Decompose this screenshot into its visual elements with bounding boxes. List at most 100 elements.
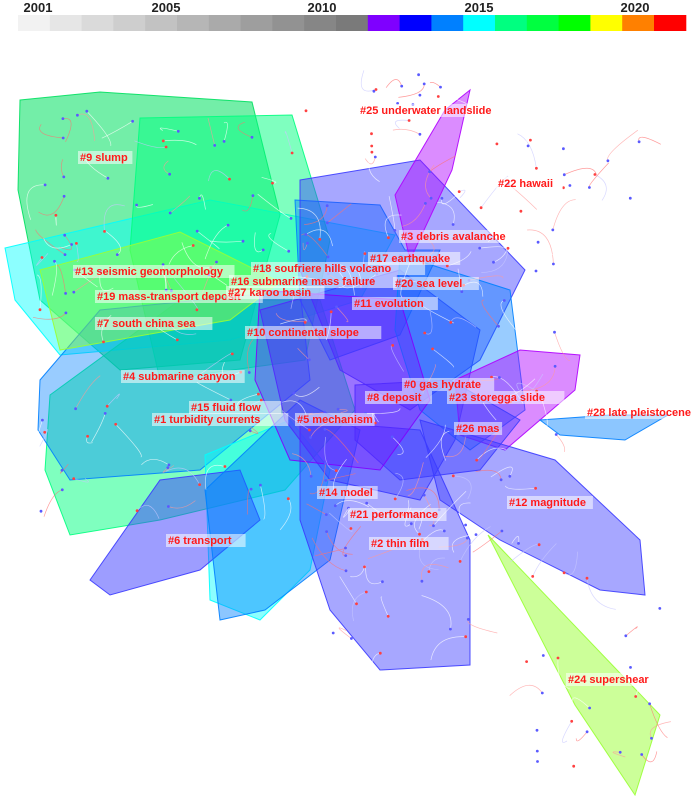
cluster-label-background (393, 277, 479, 290)
cluster-label-background (507, 496, 593, 509)
citation-node (251, 194, 255, 198)
citation-node (43, 430, 47, 434)
citation-edge (545, 756, 575, 769)
citation-edge (76, 243, 79, 262)
citation-node (195, 308, 199, 312)
citation-edge (301, 233, 329, 258)
citation-edge (304, 205, 328, 225)
citation-node (167, 463, 171, 467)
citation-node (364, 590, 368, 594)
citation-edge (424, 424, 446, 459)
citation-edge (649, 703, 668, 738)
citation-edge (496, 140, 530, 145)
citation-node (535, 749, 539, 753)
citation-edge (479, 246, 506, 249)
citation-node (508, 474, 512, 478)
timeline-segment (558, 15, 591, 31)
timeline-year-label: 2010 (308, 0, 337, 15)
citation-node (61, 136, 65, 140)
timeline-year-label: 2001 (24, 0, 53, 15)
citation-edge (481, 299, 499, 327)
cluster-label-background (369, 537, 449, 550)
timeline-segment (49, 15, 83, 31)
citation-node (161, 139, 165, 143)
citation-node (41, 418, 44, 422)
citation-edge (532, 543, 557, 577)
citation-node (331, 631, 335, 635)
citation-edge (630, 658, 657, 668)
cluster-label: #23 storegga slide (449, 392, 545, 404)
citation-edge (368, 151, 380, 182)
timeline-segment (81, 15, 114, 31)
citation-edge (527, 229, 554, 265)
citation-edge (91, 413, 106, 443)
citation-node (259, 398, 263, 402)
citation-edge (311, 537, 347, 572)
cluster-label-background (566, 673, 659, 686)
citation-edge (268, 232, 289, 252)
citation-node (431, 347, 434, 351)
citation-edge (430, 636, 466, 661)
timeline-segment (113, 15, 146, 31)
citation-node (166, 466, 170, 469)
citation-node (324, 462, 327, 465)
citation-node (536, 240, 540, 244)
citation-node (85, 109, 89, 113)
citation-node (624, 634, 628, 638)
timeline-segment (18, 15, 51, 31)
citation-edge (141, 458, 170, 466)
citation-node (475, 458, 479, 462)
citation-node (551, 228, 555, 232)
citation-node (568, 184, 572, 187)
citation-node (326, 255, 330, 259)
citation-edge (475, 469, 502, 480)
citation-edge (38, 196, 65, 216)
timeline-segment (304, 15, 337, 31)
citation-node (370, 132, 373, 136)
citation-node (531, 575, 535, 578)
timeline-segment (145, 15, 178, 31)
citation-node (249, 487, 253, 491)
citation-node (53, 259, 56, 263)
cluster-hull (89, 469, 261, 596)
citation-node (628, 196, 632, 200)
cluster-label-background (245, 326, 382, 339)
citation-edge (649, 721, 671, 739)
citation-node (588, 706, 591, 710)
cluster-label-background (585, 406, 699, 419)
citation-edge (241, 195, 254, 212)
cluster-label-background (365, 391, 432, 404)
citation-edge (26, 184, 46, 220)
citation-node (374, 88, 378, 91)
citation-node (176, 129, 180, 133)
citation-node (517, 542, 520, 545)
citation-node (409, 522, 413, 526)
citation-edge (410, 74, 421, 97)
citation-edge (398, 83, 425, 98)
citation-node (390, 435, 394, 439)
citation-node (325, 204, 329, 208)
citation-node (457, 190, 461, 194)
citation-edge (481, 248, 509, 273)
citation-edge (360, 70, 377, 92)
cluster-label-background (496, 177, 563, 190)
citation-edge (534, 242, 553, 258)
citation-edge (136, 504, 160, 519)
citation-node (106, 176, 110, 180)
citation-edge (59, 234, 72, 251)
citation-edge (101, 121, 133, 139)
citation-node (38, 308, 42, 312)
citation-node (103, 412, 107, 415)
citation-node (640, 753, 644, 756)
citation-node (502, 299, 506, 302)
citation-node (307, 319, 311, 323)
citation-node (529, 138, 532, 142)
citation-edge (505, 485, 536, 490)
citation-edge (297, 207, 321, 240)
citation-node (261, 248, 265, 252)
citation-edge (39, 124, 64, 139)
citation-edge (564, 167, 597, 176)
citation-node (75, 242, 78, 245)
citation-node (373, 155, 377, 159)
citation-node (323, 410, 326, 414)
